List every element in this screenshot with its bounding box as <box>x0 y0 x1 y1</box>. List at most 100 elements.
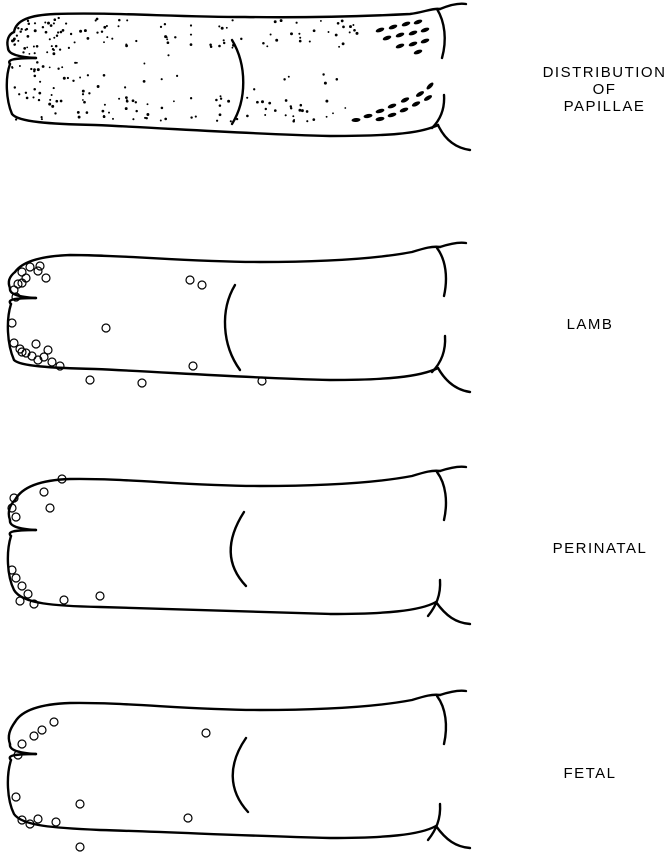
papilla-dot <box>53 37 55 39</box>
papilla-dot <box>118 19 121 22</box>
papilla-circle <box>189 362 197 370</box>
papilla-dot <box>125 44 128 47</box>
papilla-dot <box>11 67 13 69</box>
papilla-dot <box>349 31 351 33</box>
papilla-dot <box>34 52 36 54</box>
papilla-dot <box>344 107 346 109</box>
papilla-dot <box>17 40 19 42</box>
papilla-dot <box>124 86 126 88</box>
papilla-dot <box>320 20 322 22</box>
papilla-dot <box>19 65 21 67</box>
papilla-circle <box>24 590 32 598</box>
papilla-dot <box>60 100 63 103</box>
papilla-dot <box>195 116 197 118</box>
papilla-dot <box>328 31 330 33</box>
papilla-circle <box>60 596 68 604</box>
large-papillae-upper <box>375 19 430 56</box>
papilla-dot <box>18 93 20 95</box>
papilla-dot <box>55 45 58 48</box>
papilla-dot <box>126 19 128 21</box>
papilla-circle <box>102 324 110 332</box>
papilla-dot <box>288 76 290 78</box>
papilla-dot <box>74 41 76 43</box>
papillae-dots <box>11 17 358 123</box>
papilla-dot <box>261 100 264 103</box>
papilla-dot <box>50 24 53 27</box>
papilla-dot <box>39 81 41 83</box>
papilla-dot <box>118 25 120 27</box>
papilla-dot <box>79 77 81 79</box>
papilla-dot <box>292 115 294 117</box>
papilla-dot <box>56 35 58 37</box>
papilla-dot <box>342 42 345 45</box>
papilla-dot <box>77 111 80 114</box>
papilla-dot <box>223 39 225 41</box>
papilla-dot <box>96 31 98 33</box>
papilla-circle <box>186 276 194 284</box>
papilla-dot <box>51 94 53 96</box>
papilla-circle <box>184 814 192 822</box>
papilla-dot <box>95 19 97 21</box>
papilla-circle <box>86 376 94 384</box>
papilla-circle <box>8 319 16 327</box>
papilla-dot <box>103 115 106 118</box>
papilla-dot <box>161 107 164 110</box>
papilla-dot <box>312 118 315 121</box>
papilla-dot <box>352 24 354 26</box>
papilla-dot <box>62 29 65 32</box>
papilla-dot <box>161 78 163 80</box>
papilla-dot <box>52 48 54 50</box>
papilla-dot <box>106 36 108 38</box>
papilla-dot <box>103 41 105 43</box>
papilla-dot <box>132 99 135 102</box>
papilla-circle <box>96 592 104 600</box>
papilla-dot <box>33 46 35 48</box>
papilla-circle <box>12 793 20 801</box>
papilla-dot <box>190 116 192 118</box>
papilla-dot <box>103 26 106 29</box>
papilla-dot <box>190 43 193 46</box>
papilla-circle <box>34 815 42 823</box>
papilla-circle <box>12 513 20 521</box>
papilla-dot <box>78 116 81 119</box>
papilla-dot <box>27 35 30 38</box>
papilla-dot <box>14 43 16 45</box>
papilla-dot <box>274 109 277 112</box>
papilla-dot <box>160 26 162 28</box>
tongue-outline-lamb <box>8 243 470 392</box>
papilla-circle <box>52 818 60 826</box>
papilla-dot <box>190 24 192 26</box>
papilla-dot <box>70 33 72 35</box>
papilla-dot <box>190 34 192 36</box>
papilla-circle <box>44 346 52 354</box>
papilla-dot <box>26 47 28 49</box>
papilla-dot <box>174 36 176 38</box>
papilla-circle <box>36 262 44 270</box>
papilla-dot <box>306 120 308 122</box>
papilla-dot <box>306 110 309 113</box>
papilla-dot <box>221 27 224 30</box>
papilla-dot <box>256 101 259 104</box>
papilla-dot <box>125 96 128 99</box>
papilla-dot <box>147 103 149 105</box>
papilla-dot <box>268 102 271 105</box>
papilla-dot <box>33 88 36 91</box>
papilla-dot <box>285 114 287 116</box>
papilla-dot <box>25 29 27 31</box>
papilla-circle <box>18 740 26 748</box>
papilla-circle <box>198 281 206 289</box>
tongue-outline-perinatal <box>8 467 470 624</box>
papilla-dot <box>326 116 328 118</box>
panel-label-lamb: LAMB <box>540 316 640 333</box>
label-line: OF <box>540 81 669 98</box>
papilla-dot <box>68 47 70 49</box>
papilla-dot <box>164 118 167 121</box>
papilla-dot <box>356 32 359 35</box>
papilla-dot <box>16 34 18 36</box>
papilla-dot <box>88 92 90 94</box>
papilla-dot <box>132 118 134 120</box>
papilla-dot <box>176 75 178 77</box>
papilla-dot <box>309 40 311 42</box>
papilla-dot <box>51 45 53 47</box>
